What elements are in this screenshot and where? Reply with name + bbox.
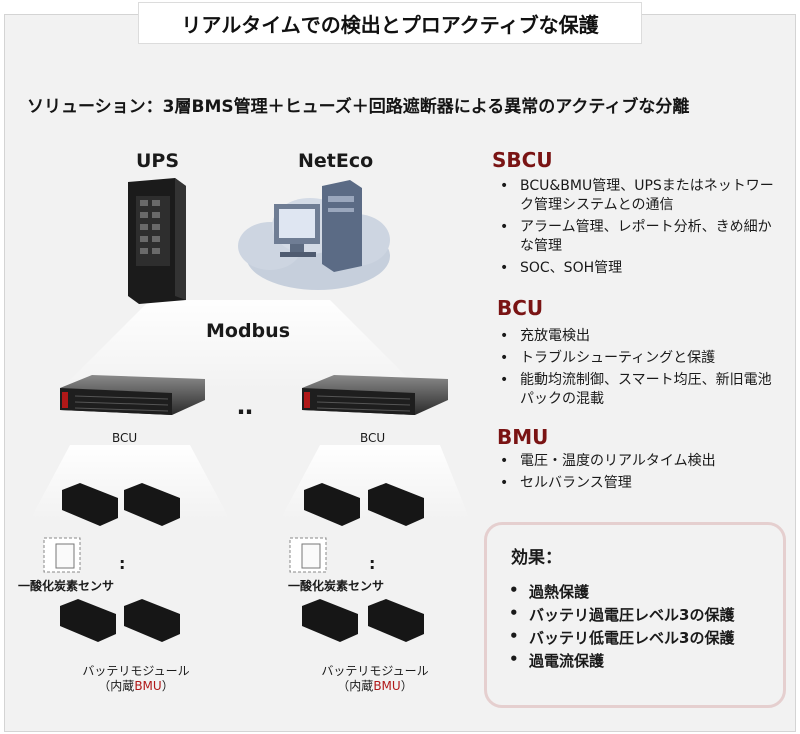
computer-icon [274,180,362,272]
modbus-label: Modbus [206,320,290,342]
sbcu-list: BCU&BMU管理、UPSまたはネットワーク管理システムとの通信 アラーム管理、… [494,177,784,281]
neteco-label: NetEco [298,150,374,172]
bcu-label-right: BCU [360,431,386,445]
module-label-left: バッテリモジュール （内蔵BMU） [76,664,196,694]
sensor-label-right: 一酸化炭素センサ [288,579,385,593]
module-label-line2: （内蔵BMU） [98,679,174,693]
page-title: リアルタイムでの検出とプロアクティブな保護 [138,2,642,44]
bcu-unit-right-icon [302,375,448,415]
list-item: バッテリ低電圧レベル3の保護 [503,627,734,650]
list-item: セルバランス管理 [494,474,784,493]
list-item: トラブルシューティングと保護 [494,349,784,368]
effects-list: 過熱保護 バッテリ過電圧レベル3の保護 バッテリ低電圧レベル3の保護 過電流保護 [503,581,734,673]
bcu-label-left: BCU [112,431,138,445]
sbcu-heading: SBCU [492,148,553,172]
co-sensor-left-icon [43,537,81,573]
list-item: BCU&BMU管理、UPSまたはネットワーク管理システムとの通信 [494,177,784,215]
sensor-label-left: 一酸化炭素センサ [18,579,115,593]
list-item: 能動均流制御、スマート均圧、新旧電池パックの混載 [494,371,784,409]
stack-ellipsis-right: : [369,554,376,573]
list-item: バッテリ過電圧レベル3の保護 [503,604,734,627]
module-label-line2: （内蔵BMU） [337,679,413,693]
list-item: SOC、SOH管理 [494,259,784,278]
module-label-line1: バッテリモジュール [82,664,190,678]
effects-box: 効果： 過熱保護 バッテリ過電圧レベル3の保護 バッテリ低電圧レベル3の保護 過… [484,522,786,708]
modbus-glow [60,300,420,390]
list-item: 充放電検出 [494,327,784,346]
ups-cabinet-icon [128,178,186,304]
battery-module-icon [302,483,424,642]
diagram-artwork [30,178,470,642]
list-item: 電圧・温度のリアルタイム検出 [494,452,784,471]
list-item: アラーム管理、レポート分析、きめ細かな管理 [494,218,784,256]
list-item: 過熱保護 [503,581,734,604]
ellipsis-dots: ‥ [237,392,254,420]
ups-label: UPS [136,150,180,172]
bcu-list: 充放電検出 トラブルシューティングと保護 能動均流制御、スマート均圧、新旧電池パ… [494,327,784,412]
effects-title: 効果： [511,548,562,568]
bcu-unit-left-icon [60,375,205,415]
page-subtitle: ソリューション：3層BMS管理＋ヒューズ＋回路遮断器による異常のアクティブな分離 [27,97,690,117]
list-item: 過電流保護 [503,650,734,673]
bmu-heading: BMU [497,425,549,449]
module-label-line1: バッテリモジュール [321,664,429,678]
module-label-right: バッテリモジュール （内蔵BMU） [315,664,435,694]
bmu-list: 電圧・温度のリアルタイム検出 セルバランス管理 [494,452,784,496]
stack-ellipsis-left: : [119,554,126,573]
battery-module-icon [60,483,180,642]
bcu-heading: BCU [497,296,544,320]
co-sensor-right-icon [289,537,327,573]
